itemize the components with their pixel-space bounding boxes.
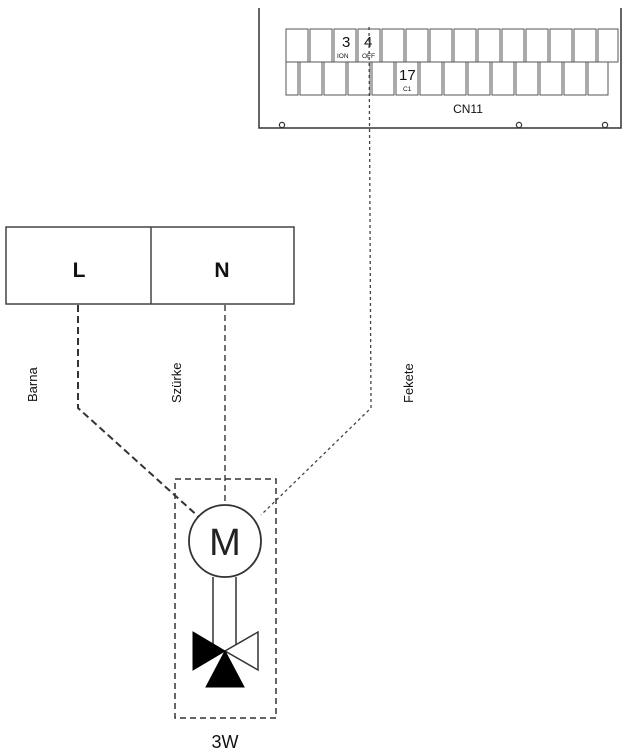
pin-3-label: ION [337,53,349,60]
terminal-cell [539,61,563,96]
mounting-hole [515,121,523,129]
mounting-hole [278,121,286,129]
pin-3-number: 3 [342,34,350,51]
terminal-board: 3 ION 4 OFF 17 C1 CN11 [258,8,622,129]
neutral-terminal-label: N [214,259,229,282]
terminal-cell [405,28,429,63]
terminal-cell [501,28,525,63]
black-wire-label: Fekete [401,363,416,403]
power-terminal-block: L N [5,226,295,305]
terminal-cell [477,28,501,63]
terminal-cell [395,61,419,96]
brown-wire-label: Barna [25,367,40,402]
terminal-cell [573,28,597,63]
terminal-board-outline [258,8,622,129]
terminal-cell [549,28,573,63]
mounting-hole [601,121,609,129]
valve-enclosure [174,478,277,719]
power-block-outline [5,226,295,305]
terminal-cell [563,61,587,96]
terminal-cell [323,61,347,96]
terminal-cell [347,61,371,96]
terminal-cell [419,61,443,96]
three-way-valve: M 3W [174,478,277,752]
terminal-cell [587,61,609,96]
terminal-cell [467,61,491,96]
live-terminal-label: L [73,259,86,282]
motor-circle [188,504,262,578]
terminal-cell [371,61,395,96]
terminal-cell [515,61,539,96]
terminal-cell [429,28,453,63]
connector-label: CN11 [453,102,483,116]
valve-port-right-icon [223,630,259,672]
terminal-cell [597,28,619,63]
terminal-cell [443,61,467,96]
pin-17-label: C1 [403,86,412,93]
pin-4-label: OFF [362,53,375,60]
wires: Barna Szürke Fekete [25,26,416,519]
grey-wire-label: Szürke [169,363,184,403]
black-wire [260,26,372,516]
valve-port-bottom-icon [205,649,245,688]
terminal-cell [381,28,405,63]
terminal-cell [285,61,299,96]
terminal-cell [491,61,515,96]
terminal-cell [299,61,323,96]
terminal-cell [309,28,333,63]
terminal-cell [285,28,309,63]
pin-4-number: 4 [364,34,372,51]
valve-caption: 3W [212,732,239,752]
valve-port-left-icon [192,631,226,671]
terminal-cell [453,28,477,63]
pin-17-number: 17 [399,67,416,84]
motor-label: M [209,522,241,564]
terminal-cell [525,28,549,63]
brown-wire [77,305,201,519]
terminal-cells [285,28,619,96]
